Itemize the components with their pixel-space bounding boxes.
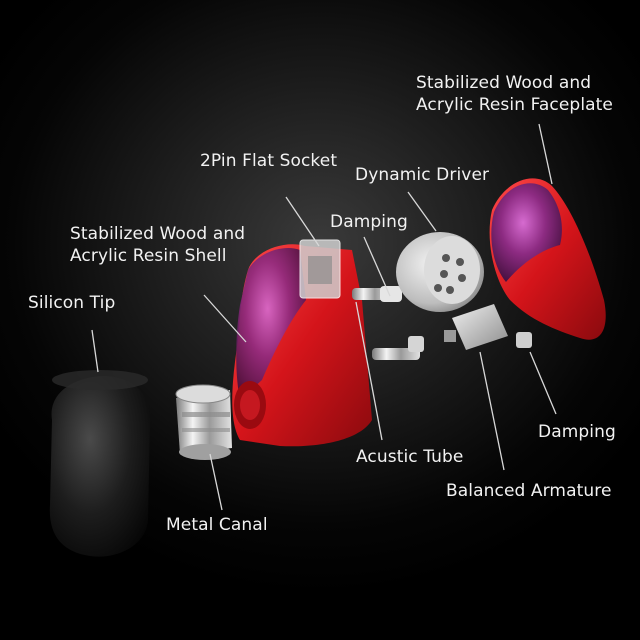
balanced-armature-part [444,304,508,350]
balanced-armature-label: Balanced Armature [446,481,612,501]
metal-canal-label: Metal Canal [166,515,268,535]
silicon-tip-label: Silicon Tip [28,293,116,313]
acustic-tube-label: Acustic Tube [356,447,464,467]
tube-parts [352,286,420,360]
silicon-tip-part [49,370,150,557]
dynamic-driver-part [396,232,484,312]
faceplate-label-line1: Stabilized Wood and [416,73,592,93]
faceplate-label-line2: Acrylic Resin Faceplate [416,95,613,115]
damping-top-label: Damping [330,212,408,232]
dynamic-driver-label: Dynamic Driver [355,165,490,185]
damping-right-label: Damping [538,422,616,442]
faceplate-label: Stabilized Wood and Acrylic Resin Facepl… [416,72,613,116]
leader-lines [91,123,557,511]
metal-canal-part [175,384,232,460]
faceplate-part [489,178,606,340]
shell-label-line1: Stabilized Wood and [70,224,246,244]
socket-label: 2Pin Flat Socket [200,151,338,171]
damping-parts [408,332,532,352]
shell-label: Stabilized Wood and Acrylic Resin Shell [70,223,245,267]
socket-part [299,239,341,299]
shell-label-line2: Acrylic Resin Shell [70,246,227,266]
